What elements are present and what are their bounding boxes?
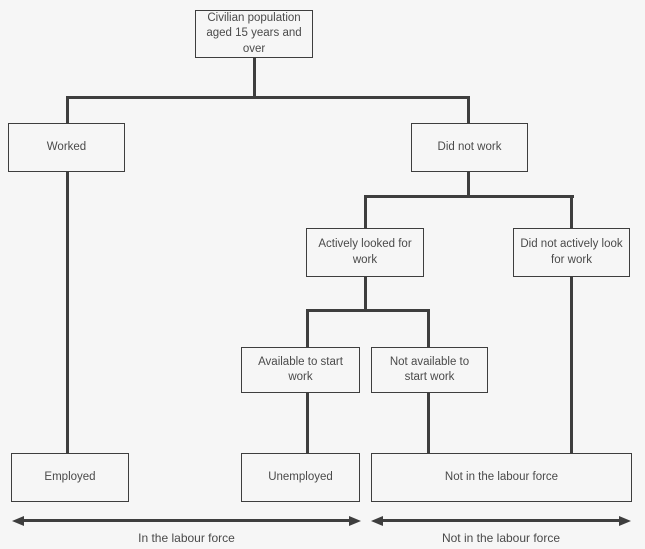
connector-line: [467, 172, 470, 198]
connector-line: [427, 392, 430, 454]
connector-line: [364, 277, 367, 312]
node-civilian-population: Civilian population aged 15 years and ov…: [195, 10, 313, 58]
arrow-shaft: [24, 519, 349, 522]
connector-line: [364, 195, 574, 198]
arrowhead-left-icon: [371, 515, 383, 526]
arrowhead-right-icon: [349, 515, 361, 526]
node-employed: Employed: [11, 453, 129, 502]
node-actively-looked-for-work: Actively looked for work: [306, 228, 424, 277]
connector-line: [253, 58, 256, 98]
connector-line: [364, 195, 367, 229]
label-in-labour-force: In the labour force: [138, 531, 235, 545]
node-unemployed: Unemployed: [241, 453, 360, 502]
node-did-not-actively-look: Did not actively look for work: [513, 228, 630, 277]
arrowhead-right-icon: [619, 515, 631, 526]
connector-line: [306, 309, 309, 348]
connector-line: [66, 96, 470, 99]
node-did-not-work: Did not work: [411, 123, 528, 172]
connector-line: [467, 96, 470, 124]
connector-line: [66, 172, 69, 454]
connector-line: [427, 309, 430, 348]
connector-line: [570, 195, 573, 229]
connector-line: [306, 309, 430, 312]
arrowhead-left-icon: [12, 515, 24, 526]
node-available-to-start-work: Available to start work: [241, 347, 360, 393]
connector-line: [570, 277, 573, 454]
node-worked: Worked: [8, 123, 125, 172]
span-arrow-not-in-labour-force: [371, 514, 631, 527]
span-arrow-in-labour-force: [12, 514, 361, 527]
connector-line: [306, 392, 309, 454]
label-not-in-labour-force: Not in the labour force: [441, 531, 561, 545]
node-not-in-the-labour-force: Not in the labour force: [371, 453, 632, 502]
connector-line: [66, 96, 69, 124]
node-not-available-to-start-work: Not available to start work: [371, 347, 488, 393]
arrow-shaft: [383, 519, 619, 522]
